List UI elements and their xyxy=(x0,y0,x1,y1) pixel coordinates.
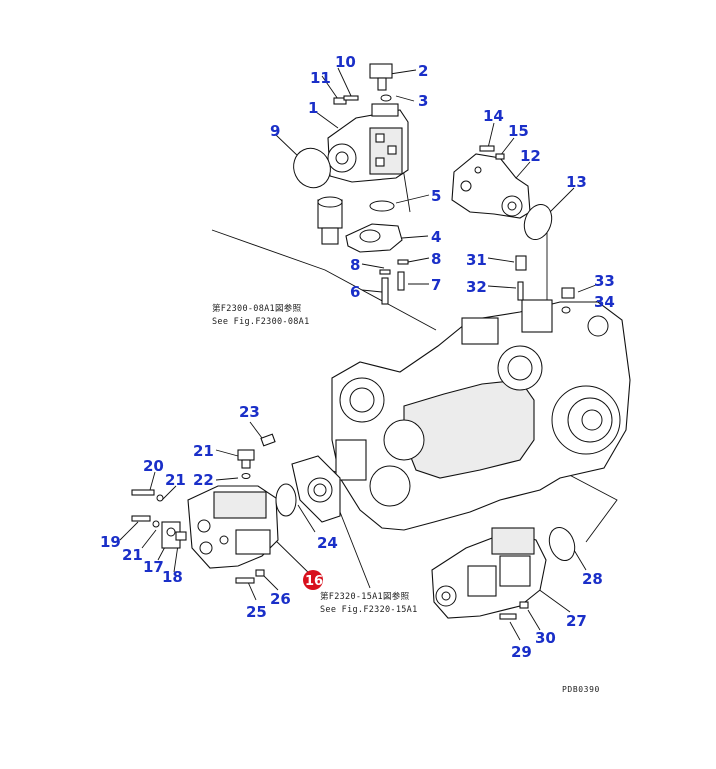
callout-7[interactable]: 7 xyxy=(431,276,441,294)
callout-17[interactable]: 17 xyxy=(143,558,164,576)
callouts: 10 2 11 3 1 9 5 4 8 8 7 6 14 15 12 13 31… xyxy=(100,53,615,661)
bolt-19 xyxy=(131,515,151,522)
highlight-badge xyxy=(303,570,323,590)
callout-25[interactable]: 24 xyxy=(317,534,338,552)
elbow-4 xyxy=(345,223,403,253)
fitting-18 xyxy=(175,531,187,541)
washer-11 xyxy=(343,95,359,101)
bolt-10 xyxy=(333,97,347,105)
reference-bottom-en: See Fig.F2320-15A1 xyxy=(320,605,418,615)
callout-28[interactable]: 27 xyxy=(566,612,587,630)
o-ring-35 xyxy=(561,306,571,314)
bolt-30 xyxy=(499,613,517,620)
pipe-33 xyxy=(517,281,524,301)
washer-15 xyxy=(495,153,505,160)
washer-21b xyxy=(152,520,160,528)
o-ring-9 xyxy=(293,147,331,189)
sensor-24 xyxy=(260,433,276,447)
callout-22[interactable]: 21 xyxy=(193,442,214,460)
bolt-26 xyxy=(235,577,255,584)
callout-30[interactable]: 29 xyxy=(511,643,532,661)
callout-9[interactable]: 9 xyxy=(270,122,280,140)
bracket-17 xyxy=(161,521,181,549)
reference-top-jp: 第F2300-08A1図参照 xyxy=(212,303,302,314)
callout-21b[interactable]: 21 xyxy=(122,546,143,564)
washer-27 xyxy=(255,569,265,577)
callout-12[interactable]: 12 xyxy=(520,147,541,165)
callout-35[interactable]: 34 xyxy=(594,293,615,311)
o-ring-23 xyxy=(241,473,251,479)
pump-assembly-16 xyxy=(187,485,279,569)
callout-18[interactable]: 18 xyxy=(162,568,183,586)
callout-29[interactable]: 28 xyxy=(582,570,603,588)
o-ring-13 xyxy=(523,204,553,240)
callout-13[interactable]: 13 xyxy=(566,173,587,191)
plug-34 xyxy=(561,287,575,299)
cover-25 xyxy=(291,455,341,523)
drawing-code: PDB0390 xyxy=(562,685,600,694)
reference-note-top: 第F2300-08A1図参照 See Fig.F2300-08A1 xyxy=(212,303,310,327)
bolt-14 xyxy=(479,145,495,152)
callout-8a[interactable]: 8 xyxy=(350,256,360,274)
callout-5[interactable]: 5 xyxy=(431,187,441,205)
o-ring-29 xyxy=(548,527,576,561)
callout-16-badge[interactable]: 16 xyxy=(303,570,323,590)
callout-10[interactable]: 10 xyxy=(335,53,356,71)
callout-33[interactable]: 32 xyxy=(466,278,487,296)
fitting-32 xyxy=(515,255,527,271)
callout-15[interactable]: 15 xyxy=(508,122,529,140)
callout-1[interactable]: 1 xyxy=(308,99,318,117)
washer-21a xyxy=(156,494,164,502)
callout-23[interactable]: 22 xyxy=(193,471,214,489)
transmission-housing xyxy=(331,299,631,531)
o-ring-25 xyxy=(275,483,297,517)
callout-2[interactable]: 2 xyxy=(418,62,428,80)
washer-8a xyxy=(379,269,391,275)
pump-assembly-1 xyxy=(327,103,409,183)
callout-11[interactable]: 11 xyxy=(310,69,331,87)
fitting-2 xyxy=(369,63,393,91)
reference-note-bottom: 第F2320-15A1図参照 See Fig.F2320-15A1 xyxy=(320,591,418,615)
callout-16[interactable]: 16 xyxy=(305,574,323,589)
o-ring-3 xyxy=(380,94,392,102)
callout-8b[interactable]: 8 xyxy=(431,250,441,268)
callout-34[interactable]: 33 xyxy=(594,272,615,290)
callout-19[interactable]: 19 xyxy=(100,533,121,551)
callout-6[interactable]: 6 xyxy=(350,283,360,301)
washer-31 xyxy=(519,601,529,609)
callout-24[interactable]: 23 xyxy=(239,403,260,421)
reference-bottom-jp: 第F2320-15A1図参照 xyxy=(320,591,410,602)
pump-assembly-28 xyxy=(431,527,547,619)
o-ring-5 xyxy=(369,200,395,212)
bolt-20 xyxy=(131,489,155,496)
callout-32[interactable]: 31 xyxy=(466,251,487,269)
callout-4[interactable]: 4 xyxy=(431,228,441,246)
callout-20[interactable]: 20 xyxy=(143,457,164,475)
plug-22 xyxy=(237,449,255,469)
bolt-6 xyxy=(381,277,389,305)
callout-14[interactable]: 14 xyxy=(483,107,504,125)
washer-8b xyxy=(397,259,409,265)
bolt-7 xyxy=(397,271,405,291)
callout-3[interactable]: 3 xyxy=(418,92,428,110)
callout-31[interactable]: 30 xyxy=(535,629,556,647)
pump-12 xyxy=(451,153,531,219)
callout-26[interactable]: 25 xyxy=(246,603,267,621)
callout-27[interactable]: 26 xyxy=(270,590,291,608)
tube-fitting xyxy=(317,196,343,245)
callout-21a[interactable]: 21 xyxy=(165,471,186,489)
reference-top-en: See Fig.F2300-08A1 xyxy=(212,317,310,327)
